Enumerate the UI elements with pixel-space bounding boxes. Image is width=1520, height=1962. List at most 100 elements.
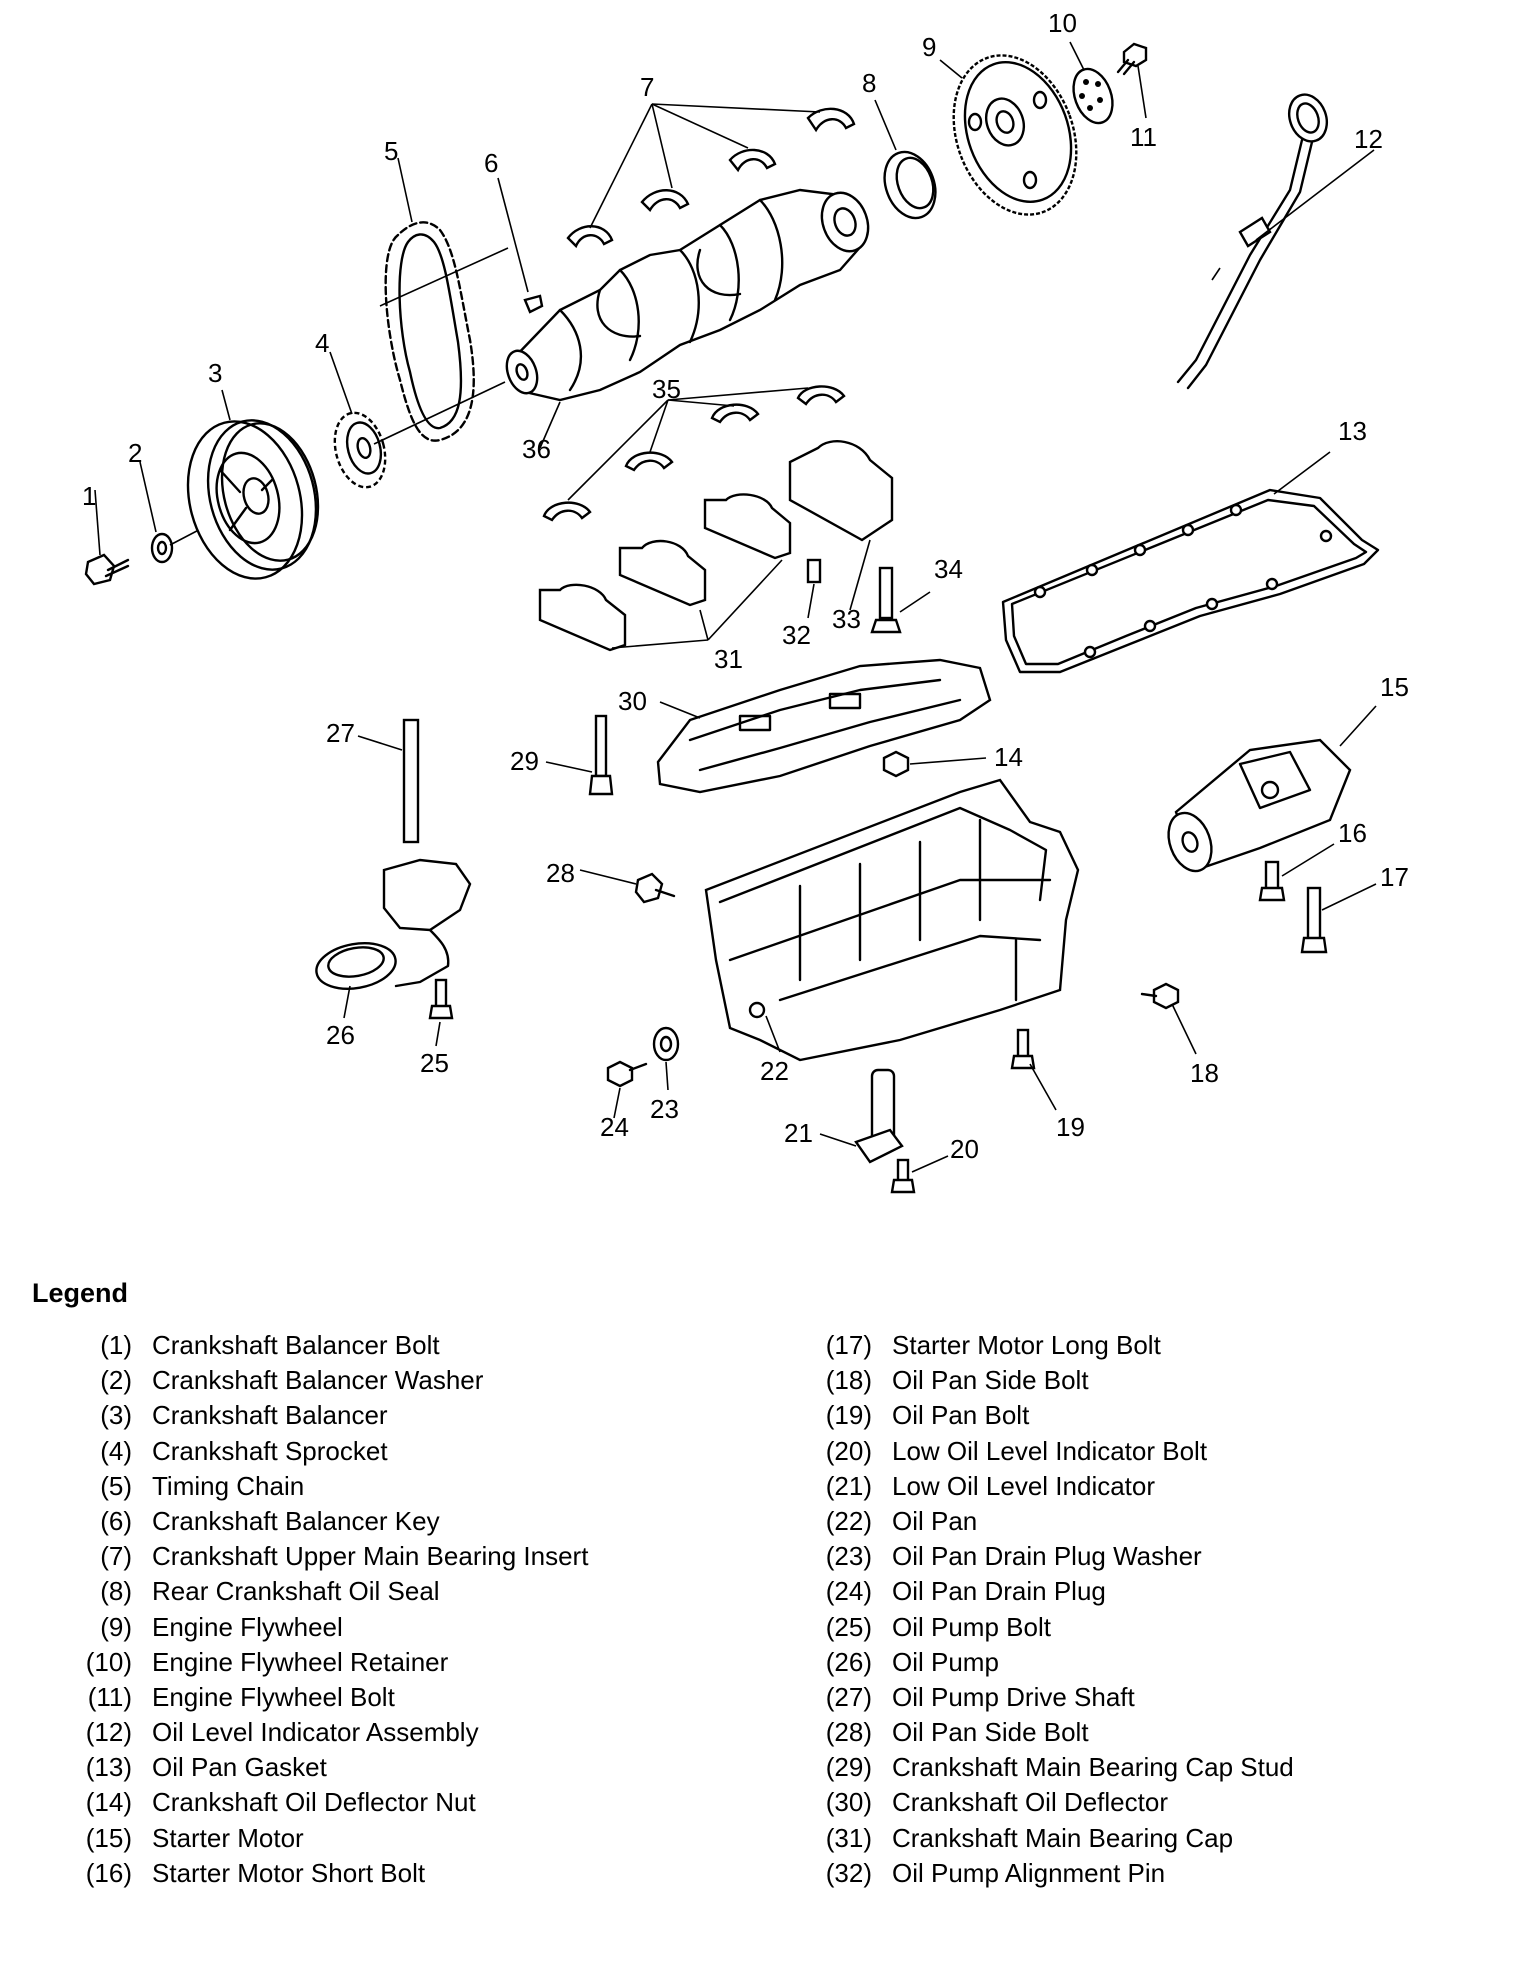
part-crankshaft-sprocket xyxy=(329,351,506,489)
callout-20: 20 xyxy=(950,1134,979,1164)
legend-row: (32)Oil Pump Alignment Pin xyxy=(800,1858,1294,1893)
legend-row: (20)Low Oil Level Indicator Bolt xyxy=(800,1436,1294,1471)
callout-8: 8 xyxy=(862,68,876,98)
callout-15: 15 xyxy=(1380,672,1409,702)
callout-30: 30 xyxy=(618,686,647,716)
legend-column-left: (1)Crankshaft Balancer Bolt (2)Crankshaf… xyxy=(60,1330,589,1893)
legend-description: Oil Pump Alignment Pin xyxy=(892,1857,1166,1888)
legend-row: (12) Oil Level Indicator Assembly xyxy=(60,1717,588,1752)
callout-9: 9 xyxy=(922,32,936,62)
legend-number: (14) xyxy=(85,1787,132,1818)
legend-description: Oil Level Indicator Assembly xyxy=(152,1717,479,1748)
legend-row: (15)Starter Motor xyxy=(60,1823,588,1858)
legend-description: Crankshaft Main Bearing Cap Stud xyxy=(892,1752,1294,1783)
callout-3: 3 xyxy=(208,358,222,388)
legend-number: (3) xyxy=(100,1400,132,1431)
part-lower-bearing-inserts xyxy=(542,385,846,522)
legend-row: (24)Oil Pan Drain Plug xyxy=(800,1576,1294,1611)
legend-description: Crankshaft Oil Deflector Nut xyxy=(152,1787,476,1818)
part-starter-long-bolt xyxy=(1300,883,1377,954)
legend-description: Crankshaft Sprocket xyxy=(152,1435,388,1466)
callout-33: 33 xyxy=(832,604,861,634)
callout-10: 10 xyxy=(1048,8,1077,38)
callout-29: 29 xyxy=(510,746,539,776)
legend-description: Crankshaft Upper Main Bearing Insert xyxy=(152,1541,589,1572)
legend-number: (13) xyxy=(85,1752,132,1783)
legend-number: (28) xyxy=(825,1717,872,1748)
legend-row: (7) Crankshaft Upper Main Bearing Insert xyxy=(60,1541,588,1576)
callout-31: 31 xyxy=(714,644,743,674)
legend-number: (27) xyxy=(825,1681,872,1712)
part-oil-pump xyxy=(315,858,472,1019)
legend-description: Crankshaft Balancer Key xyxy=(152,1505,440,1536)
legend-row: (16)Starter Motor Short Bolt xyxy=(60,1858,588,1893)
legend-row: (27) Oil Pump Drive Shaft xyxy=(800,1682,1294,1717)
part-starter-short-bolt xyxy=(1258,843,1335,902)
callout-17: 17 xyxy=(1380,862,1409,892)
legend-description: Oil Pump Drive Shaft xyxy=(892,1681,1135,1712)
callout-11: 11 xyxy=(1130,122,1157,152)
exploded-parts-diagram: 1 2 3 4 5 6 7 8 9 10 11 12 13 14 15 16 1… xyxy=(82,8,1409,1194)
legend-row: (29)Crankshaft Main Bearing Cap Stud xyxy=(800,1752,1294,1787)
part-rear-oil-seal xyxy=(874,99,937,220)
part-oil-pump-drive-shaft xyxy=(357,718,420,844)
part-flywheel-retainer xyxy=(1069,41,1114,125)
callout-5: 5 xyxy=(384,136,398,166)
legend-row: (9)Engine Flywheel xyxy=(60,1612,588,1647)
legend-number: (12) xyxy=(85,1717,132,1748)
callout-23: 23 xyxy=(650,1094,679,1124)
legend-number: (7) xyxy=(100,1541,132,1572)
legend-row: (25) Oil Pump Bolt xyxy=(800,1612,1294,1647)
part-low-oil-level-indicator xyxy=(819,1068,904,1164)
legend-title: Legend xyxy=(32,1278,129,1308)
legend-number: (2) xyxy=(100,1365,132,1396)
callout-27: 27 xyxy=(326,718,355,748)
legend-number: (19) xyxy=(825,1400,872,1431)
legend-description: Oil Pan Drain Plug Washer xyxy=(892,1541,1202,1572)
callout-14: 14 xyxy=(994,742,1023,772)
legend-number: (30) xyxy=(825,1787,872,1818)
legend-row: (30) Crankshaft Oil Deflector xyxy=(800,1787,1294,1822)
legend-description: Timing Chain xyxy=(152,1470,305,1501)
legend-description: Starter Motor Short Bolt xyxy=(152,1857,426,1888)
legend-description: Engine Flywheel Bolt xyxy=(152,1681,395,1712)
legend-number: (24) xyxy=(825,1576,872,1607)
legend-row: (23)Oil Pan Drain Plug Washer xyxy=(800,1541,1294,1576)
callout-32: 32 xyxy=(782,620,811,650)
part-oil-deflector xyxy=(656,658,992,794)
legend-row: (22)Oil Pan xyxy=(800,1506,1294,1541)
legend-description: Rear Crankshaft Oil Seal xyxy=(152,1576,440,1607)
legend-description: Oil Pump Bolt xyxy=(892,1611,1051,1642)
legend-description: Oil Pan Side Bolt xyxy=(892,1717,1089,1748)
part-crankshaft xyxy=(505,188,870,449)
legend-description: Crankshaft Oil Deflector xyxy=(892,1787,1168,1818)
callout-36: 36 xyxy=(522,434,551,464)
callout-21: 21 xyxy=(784,1118,813,1148)
part-alignment-pin xyxy=(806,558,822,619)
part-bearing-cap-bolt xyxy=(870,566,931,634)
legend-row: (18)Oil Pan Side Bolt xyxy=(800,1365,1294,1400)
callout-12: 12 xyxy=(1354,124,1383,154)
part-main-bearing-caps xyxy=(538,440,894,652)
callout-6: 6 xyxy=(484,148,498,178)
legend-number: (25) xyxy=(825,1611,872,1642)
legend-row: (26)Oil Pump xyxy=(800,1647,1294,1682)
part-indicator-bolt xyxy=(890,1155,949,1194)
callout-7: 7 xyxy=(640,72,654,102)
legend-row: (13)Oil Pan Gasket xyxy=(60,1752,588,1787)
legend-row: (2) Crankshaft Balancer Washer xyxy=(60,1365,588,1400)
legend-row: (17)Starter Motor Long Bolt xyxy=(800,1330,1294,1365)
legend-description: Crankshaft Balancer Washer xyxy=(152,1365,484,1396)
callout-19: 19 xyxy=(1056,1112,1085,1142)
part-balancer-key xyxy=(497,177,544,314)
legend-number: (18) xyxy=(825,1365,872,1396)
callout-25: 25 xyxy=(420,1048,449,1078)
legend-number: (1) xyxy=(100,1330,132,1360)
part-balancer-bolt xyxy=(84,489,130,586)
callout-22: 22 xyxy=(760,1056,789,1086)
legend-number: (10) xyxy=(85,1646,132,1677)
legend-description: Oil Pump xyxy=(892,1646,999,1677)
legend-description: Oil Pan Bolt xyxy=(892,1400,1030,1431)
legend-number: (4) xyxy=(100,1435,132,1466)
legend-number: (31) xyxy=(825,1822,872,1853)
